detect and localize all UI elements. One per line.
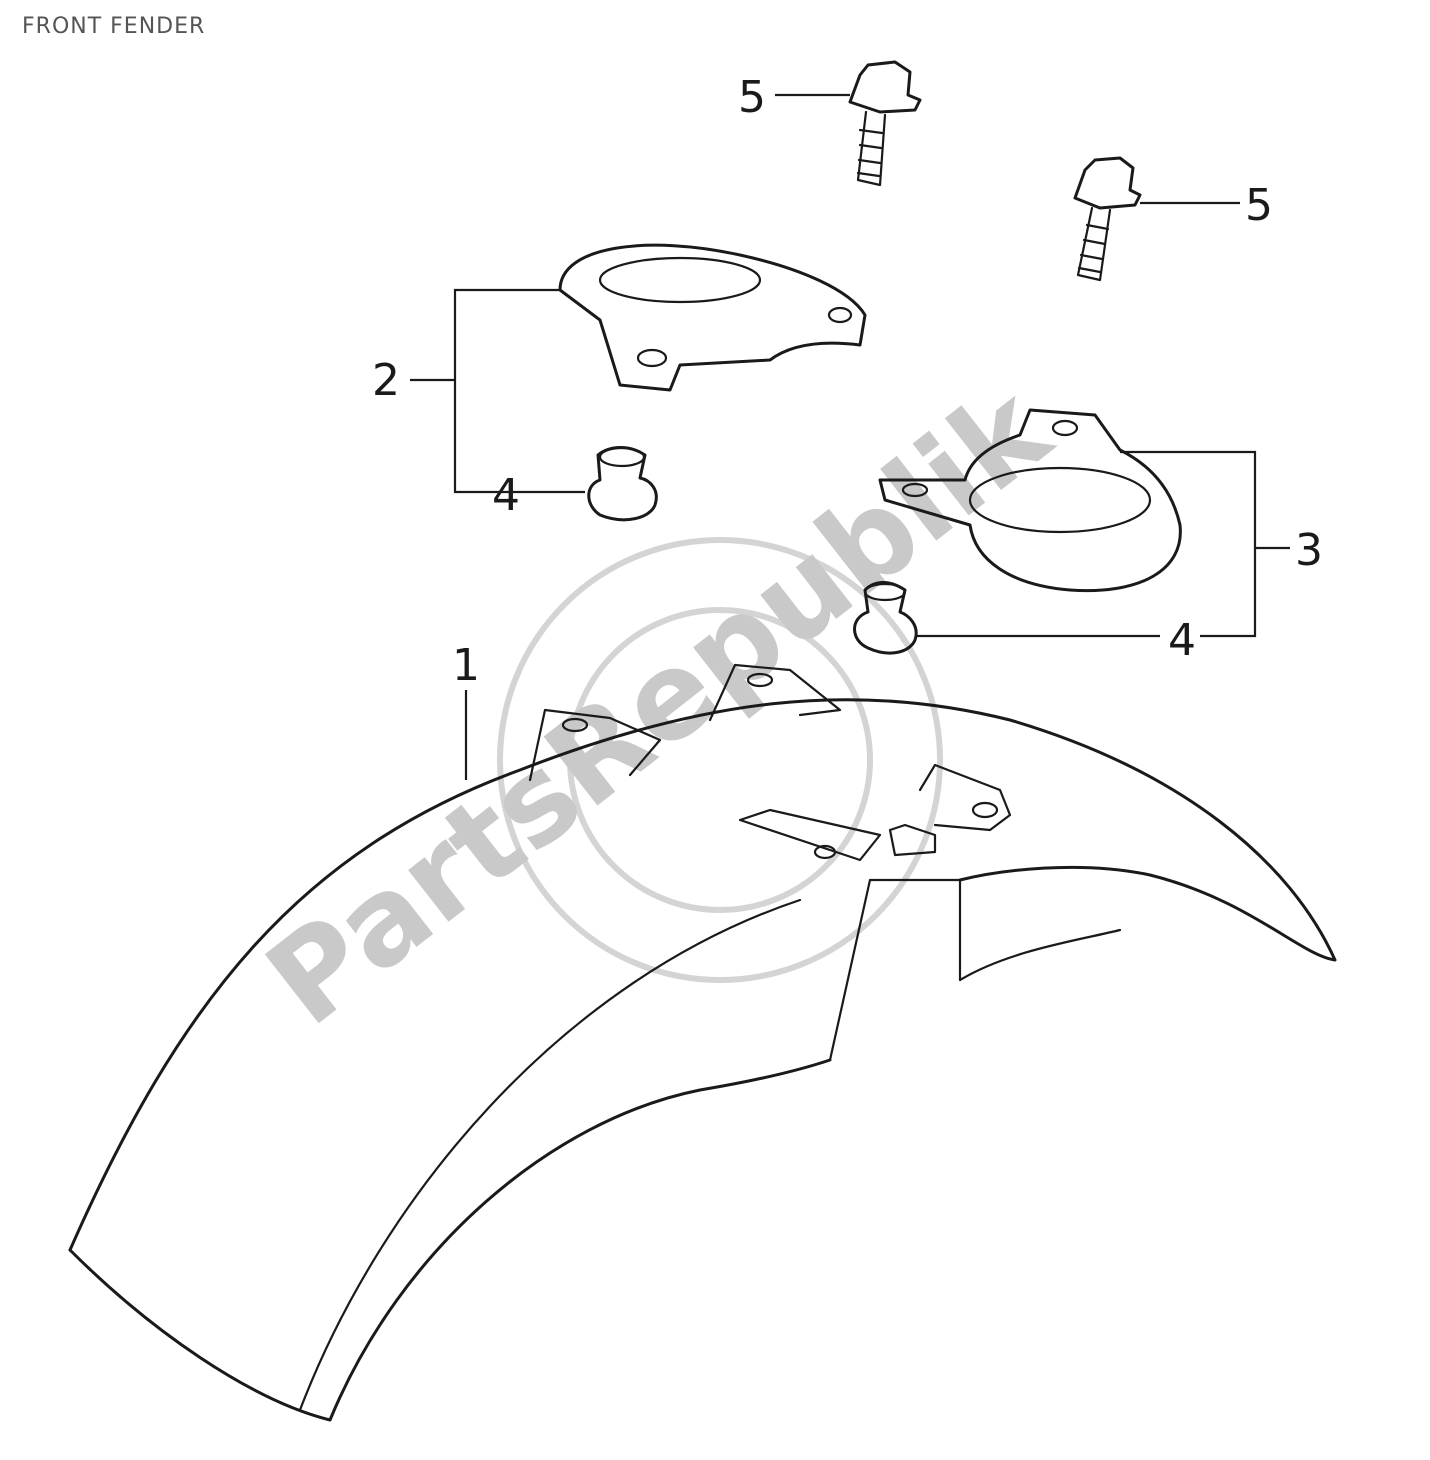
callout-4-left: 4 xyxy=(492,470,520,521)
bolt-part-right[interactable] xyxy=(1073,156,1142,282)
watermark: PartsRepublik xyxy=(242,358,1076,1052)
watermark-logo xyxy=(497,537,943,983)
page-title: FRONT FENDER xyxy=(22,14,206,39)
callout-1: 1 xyxy=(452,640,480,691)
callout-3: 3 xyxy=(1295,525,1323,576)
collar-part-right[interactable] xyxy=(853,581,918,655)
callout-2: 2 xyxy=(372,355,400,406)
bolt-part-top[interactable] xyxy=(848,60,922,187)
left-fender-bracket-part[interactable] xyxy=(558,243,867,392)
collar-part-left[interactable] xyxy=(587,446,658,522)
callout-5-top: 5 xyxy=(738,72,766,123)
watermark-text: PartsRepublik xyxy=(242,358,1076,1052)
front-fender-part[interactable] xyxy=(68,663,1337,1422)
callout-numbers: 1 2 3 4 4 5 5 xyxy=(372,72,1323,691)
callout-4-right: 4 xyxy=(1168,615,1196,666)
leader-lines xyxy=(410,93,1290,780)
callout-5-right: 5 xyxy=(1245,180,1273,231)
right-fender-bracket-part[interactable] xyxy=(878,408,1182,593)
